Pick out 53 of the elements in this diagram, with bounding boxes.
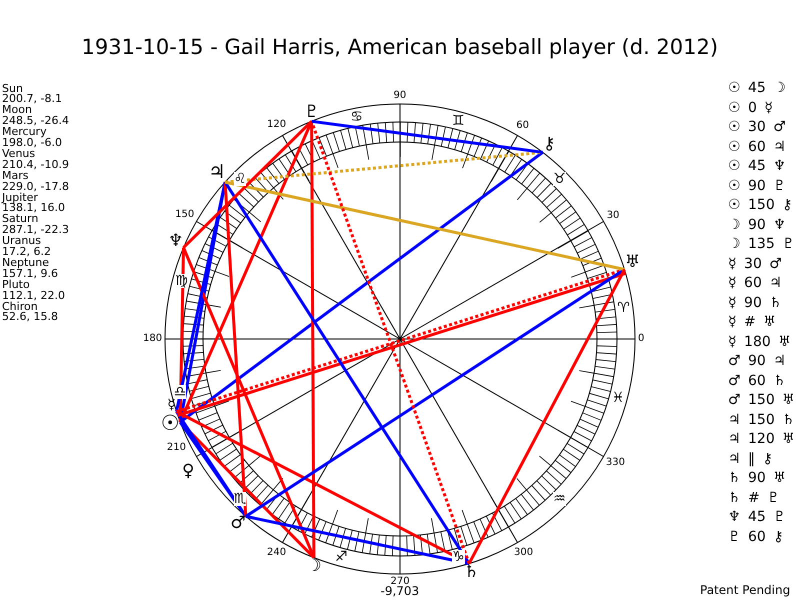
degree-label: 180 <box>143 334 162 344</box>
planet-name: Uranus <box>2 235 41 246</box>
planet-position: 229.0, -17.8 <box>2 180 69 192</box>
aspect-entry: ☉ 60 ♃ <box>728 140 786 154</box>
degree-label: 90 <box>394 91 406 101</box>
aspect-entry: ☉ 30 ♂ <box>728 120 786 134</box>
planet-position: 157.1, 9.6 <box>2 268 58 279</box>
degree-label: 270 <box>390 577 410 587</box>
aspect-entry: ♂ 90 ♃ <box>728 354 786 368</box>
aspect-entry: ☿ # ♅ <box>728 315 776 330</box>
aspect-entry: ♂ 60 ♄ <box>728 374 786 388</box>
aspect-entry: ♂ 150 ♅ <box>728 393 795 408</box>
aspect-entry: ☉ 45 ♆ <box>728 159 786 174</box>
footer-note: Patent Pending <box>700 584 790 596</box>
planet-name: Mercury <box>2 126 47 138</box>
chart-title: 1931-10-15 - Gail Harris, American baseball player (d. 2012) <box>82 36 718 58</box>
aspect-entry: ☉ 150 ⚷ <box>728 198 792 212</box>
aspect-entry: ☉ 0 ☿ <box>728 100 773 114</box>
planet-position: 198.0, -6.0 <box>2 137 62 148</box>
degree-label: 0 <box>638 334 644 344</box>
planet-name: Saturn <box>2 213 38 224</box>
planet-name: Jupiter <box>2 192 38 202</box>
planet-position: 287.1, -22.3 <box>2 224 69 236</box>
planet-name: Moon <box>2 104 32 116</box>
planet-name: Venus <box>2 148 36 159</box>
aspect-entry: ♄ 90 ♅ <box>728 471 786 486</box>
planet-name: Pluto <box>2 278 30 290</box>
aspect-entry: ♃ 120 ♅ <box>728 432 795 446</box>
planet-position: 200.7, -8.1 <box>2 93 62 104</box>
aspect-entry: ♃ 150 ♄ <box>728 412 795 427</box>
aspect-entry: ☿ 60 ♃ <box>728 276 782 290</box>
aspect-entry: ☉ 90 ♇ <box>728 178 786 193</box>
aspect-entry: ☽ 90 ♆ <box>728 218 786 232</box>
aspect-entry: ☿ 30 ♂ <box>728 256 782 271</box>
planet-position: 138.1, 16.0 <box>2 202 65 214</box>
planet-name: Neptune <box>2 256 50 268</box>
planet-name: Sun <box>2 82 23 94</box>
chart-value: -9,703 <box>380 585 420 597</box>
planet-position: 17.2, 6.2 <box>2 246 51 257</box>
planet-name: Mars <box>2 170 28 181</box>
aspect-entry: ☽ 135 ♇ <box>728 237 795 252</box>
aspect-entry: ♃ ‖ ⚷ <box>728 452 773 466</box>
planet-position: 210.4, -10.9 <box>2 158 69 170</box>
planet-name: Chiron <box>2 300 38 312</box>
aspect-entry: ☉ 45 ☽ <box>728 81 786 95</box>
aspect-entry: ♄ # ♇ <box>728 490 780 505</box>
planet-position: 52.6, 15.8 <box>2 311 58 322</box>
planet-position: 112.1, 22.0 <box>2 290 65 301</box>
planet-position: 248.5, -26.4 <box>2 115 69 126</box>
aspect-entry: ☿ 90 ♄ <box>728 296 782 310</box>
aspect-entry: ☿ 180 ♅ <box>728 334 791 349</box>
aspect-entry: ♇ 60 ⚷ <box>728 530 784 544</box>
aspect-entry: ♆ 45 ♇ <box>728 510 786 524</box>
